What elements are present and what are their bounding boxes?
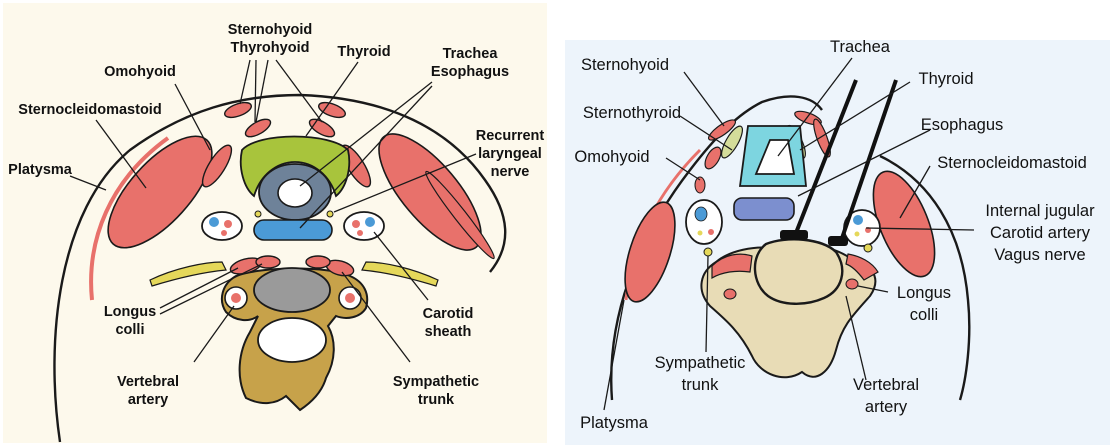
- left-sternohyoid-right: [317, 101, 347, 119]
- left-vertebral-artery-right: [338, 286, 362, 310]
- right-needle-left: [792, 79, 858, 239]
- left-vertebral-disc: [253, 267, 331, 313]
- left-thyrohyoid-right: [308, 118, 336, 138]
- right-label-longus: Longus: [897, 284, 951, 302]
- right-sympathetic-trunk-right: [863, 243, 873, 253]
- right-leader-lines: [603, 57, 975, 411]
- right-sternothyroid-left: [721, 125, 743, 159]
- right-longus-colli-right: [845, 278, 859, 290]
- left-label-vertebral: Vertebral: [117, 374, 179, 390]
- right-sternohyoid-left: [707, 119, 737, 141]
- right-carotid-sheath-left: [685, 199, 723, 245]
- left-platysma-right: [425, 170, 495, 260]
- right-label-thyroid: Thyroid: [918, 70, 973, 88]
- left-carotid-sheath-right: [343, 211, 385, 241]
- left-label-trunk: trunk: [418, 392, 455, 408]
- left-esophagus: [253, 219, 333, 241]
- right-sternocleidomastoid-right: [872, 170, 936, 278]
- right-label-sympathetic: Sympathetic: [655, 354, 746, 372]
- left-prevertebral-left: [255, 255, 281, 269]
- left-vertebral-foramen: [257, 317, 327, 363]
- left-recurrent-nerve-right: [326, 210, 334, 218]
- left-label-platysma: Platysma: [8, 162, 73, 178]
- right-neck-outline-left: [610, 95, 823, 401]
- left-neck-outline: [53, 93, 507, 443]
- left-label-omohyoid: Omohyoid: [104, 64, 176, 80]
- right-sternocleidomastoid-left: [624, 201, 676, 303]
- left-label-sternocleidomastoid: Sternocleidomastoid: [18, 102, 161, 118]
- right-prevertebral-muscle: [711, 253, 753, 280]
- right-longus-colli-left: [723, 288, 737, 300]
- left-recurrent-nerve-left: [254, 210, 262, 218]
- left-omohyoid-left: [201, 144, 233, 188]
- right-vertebral-body: [753, 238, 844, 305]
- left-label-sternohyoid: Sternohyoid: [228, 22, 313, 38]
- left-label-thyrohyoid: Thyrohyoid: [231, 40, 310, 56]
- left-label-nerve: nerve: [491, 164, 530, 180]
- left-leader-lines: [69, 59, 477, 363]
- left-label-trachea: Trachea: [443, 46, 499, 62]
- left-label-thyroid: Thyroid: [337, 44, 390, 60]
- left-label-sympathetic: Sympathetic: [393, 374, 479, 390]
- left-thyrohyoid-left: [244, 118, 272, 138]
- left-trachea-lumen: [277, 178, 313, 208]
- right-label-vagus-nerve: Vagus nerve: [994, 246, 1085, 264]
- right-labels: Trachea Sternohyoid Thyroid Sternothyroi…: [574, 38, 1095, 432]
- right-neck-outline-right: [879, 154, 971, 401]
- left-label-longus: Longus: [104, 304, 156, 320]
- right-label-colli: colli: [910, 306, 938, 324]
- right-label-sternohyoid: Sternohyoid: [581, 56, 669, 74]
- left-sympathetic-trunk-left: [149, 261, 227, 287]
- left-sternocleidomastoid-right: [378, 133, 482, 251]
- left-sternocleidomastoid-left: [107, 135, 213, 249]
- right-needle-left-tip: [780, 230, 808, 240]
- left-label-carotid: Carotid: [423, 306, 474, 322]
- right-panel: Trachea Sternohyoid Thyroid Sternothyroi…: [565, 38, 1110, 445]
- left-sympathetic-trunk-right: [361, 261, 439, 287]
- right-prevertebral-muscle-right: [845, 253, 879, 281]
- right-omohyoid-mark: [694, 176, 706, 194]
- left-labels: Sternohyoid Thyrohyoid Thyroid Trachea E…: [8, 22, 544, 408]
- right-label-esophagus: Esophagus: [921, 116, 1004, 134]
- right-label-internal-jugular: Internal jugular: [985, 202, 1095, 220]
- left-panel: Sternohyoid Thyrohyoid Thyroid Trachea E…: [3, 3, 547, 443]
- right-trachea-lumen: [754, 139, 796, 175]
- right-label-sternocleidomastoid: Sternocleidomastoid: [937, 154, 1087, 172]
- left-label-artery: artery: [128, 392, 168, 408]
- left-sternohyoid-left: [223, 101, 253, 119]
- right-needle-right-tip: [828, 236, 848, 246]
- right-label-trunk: trunk: [682, 376, 719, 394]
- right-label-sternothyroid: Sternothyroid: [583, 104, 681, 122]
- right-label-artery: artery: [865, 398, 908, 416]
- right-sympathetic-trunk-left: [703, 247, 713, 257]
- right-label-trachea: Trachea: [830, 38, 891, 56]
- left-label-colli: colli: [115, 322, 144, 338]
- right-omohyoid-left: [704, 146, 722, 170]
- right-label-vertebral: Vertebral: [853, 376, 919, 394]
- left-prevertebral-right: [305, 255, 331, 269]
- left-label-esophagus: Esophagus: [431, 64, 509, 80]
- right-label-carotid-artery: Carotid artery: [990, 224, 1091, 242]
- left-carotid-sheath-left: [201, 211, 243, 241]
- left-vertebral-artery-left: [224, 286, 248, 310]
- right-label-platysma: Platysma: [580, 414, 649, 432]
- left-platysma: [89, 136, 170, 301]
- right-label-omohyoid: Omohyoid: [574, 148, 649, 166]
- left-label-recurrent: Recurrent: [476, 128, 545, 144]
- right-esophagus: [733, 197, 795, 221]
- left-label-sheath: sheath: [425, 324, 472, 340]
- left-label-laryngeal: laryngeal: [478, 146, 542, 162]
- right-needle-right: [838, 79, 898, 245]
